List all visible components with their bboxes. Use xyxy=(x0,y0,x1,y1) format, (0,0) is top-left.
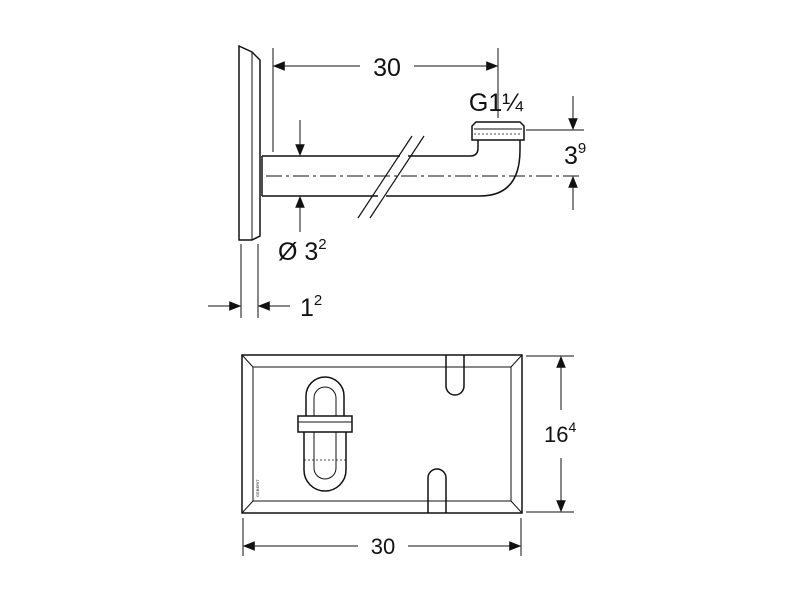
break-line xyxy=(357,135,413,219)
pipe xyxy=(261,121,580,219)
thread-nut xyxy=(471,121,525,141)
dimension-plate-label: 12 xyxy=(300,292,322,322)
dimension-width-label: 30 xyxy=(371,534,395,559)
brand-mark: GEBERIT xyxy=(255,479,260,497)
front-plate-outer xyxy=(241,354,523,514)
dimension-diameter-label: Ø 32 xyxy=(278,236,327,266)
dimension-length: 30 xyxy=(272,48,499,152)
front-view: GEBERIT 164 30 xyxy=(241,354,576,559)
side-view: 30 G1¼ 39 Ø 32 12 xyxy=(208,44,586,322)
dimension-plate: 12 xyxy=(208,244,322,322)
front-plate-inner xyxy=(252,366,512,502)
mounting-slot-bottom xyxy=(427,468,447,513)
front-pipe-elbow xyxy=(297,376,353,492)
mounting-slot-top xyxy=(445,355,465,396)
dimension-offset: 39 xyxy=(526,96,586,210)
dimension-diameter: Ø 32 xyxy=(278,120,327,266)
dimension-height-label: 164 xyxy=(544,419,576,447)
dimension-height: 164 xyxy=(526,355,576,513)
dimension-offset-label: 39 xyxy=(564,140,586,170)
break-line xyxy=(369,135,425,219)
dimension-width: 30 xyxy=(242,518,522,559)
dimension-thread-label: G1¼ xyxy=(469,89,524,117)
dimension-length-label: 30 xyxy=(373,54,401,82)
wall-plate xyxy=(238,44,261,241)
